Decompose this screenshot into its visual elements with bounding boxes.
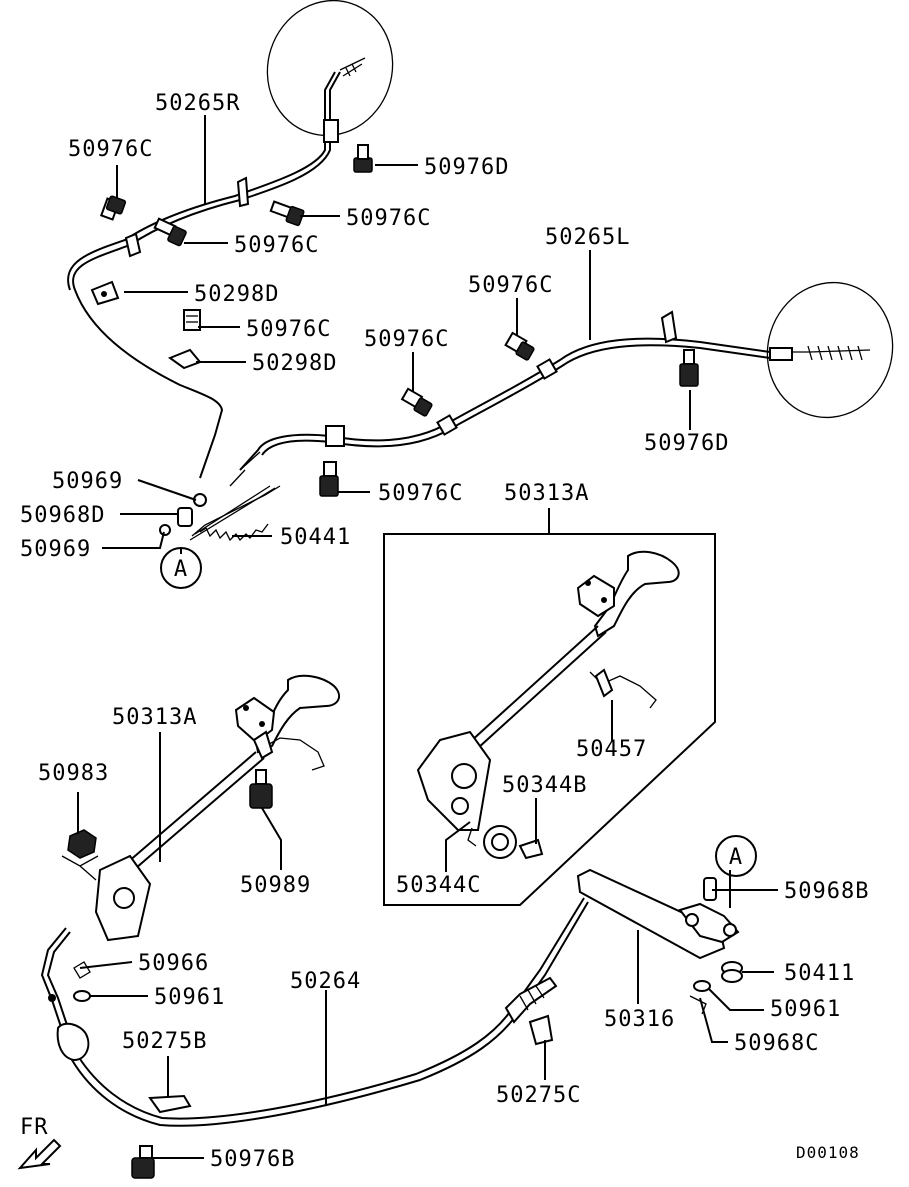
part-label: 50976B xyxy=(210,1147,295,1172)
clip-icon xyxy=(167,348,202,370)
part-label: 50969 xyxy=(52,469,123,494)
part-label: 50457 xyxy=(576,737,647,762)
bolt-icon xyxy=(269,200,305,227)
nut-icon xyxy=(67,829,97,859)
part-label: 50961 xyxy=(770,997,841,1022)
front-direction-label: FR xyxy=(20,1115,49,1140)
part-label: 50976C xyxy=(246,317,331,342)
part-label: 50976D xyxy=(644,431,729,456)
bolt-icon xyxy=(319,461,339,497)
bolt-icon xyxy=(183,309,201,331)
part-label: 50275B xyxy=(122,1029,207,1054)
marker-label: A xyxy=(174,557,188,582)
part-label: 50265R xyxy=(155,91,240,116)
part-label: 50976C xyxy=(468,273,553,298)
part-label: 50411 xyxy=(784,961,855,986)
bolt-icon xyxy=(504,331,535,361)
bolt-icon xyxy=(679,349,699,387)
part-label: 50976C xyxy=(364,327,449,352)
clip-icon xyxy=(90,280,120,306)
reference-marker-a: A xyxy=(160,547,202,589)
front-cable-50264 xyxy=(40,897,589,1127)
part-label: 50976C xyxy=(68,137,153,162)
part-label: 50983 xyxy=(38,761,109,786)
part-label: 50265L xyxy=(545,225,630,250)
part-label: 50968B xyxy=(784,879,869,904)
part-label: 50976C xyxy=(234,233,319,258)
part-label: 50313A xyxy=(504,481,589,506)
bolt-icon xyxy=(400,387,433,417)
part-label: 50976D xyxy=(424,155,509,180)
diagram-code: D00108 xyxy=(796,1143,860,1162)
part-label: 50966 xyxy=(138,951,209,976)
reference-marker-a: A xyxy=(715,835,757,877)
cable-50265L xyxy=(229,310,871,487)
bolt-icon xyxy=(131,1145,155,1179)
leader-lines xyxy=(77,115,778,1159)
part-label: 50344C xyxy=(396,873,481,898)
rear-brake-drum-right xyxy=(266,0,394,137)
washer-icon xyxy=(73,990,91,1002)
part-label: 50976C xyxy=(346,206,431,231)
part-label: 50968C xyxy=(734,1031,819,1056)
clip-icon xyxy=(148,1094,192,1114)
part-label: 50298D xyxy=(194,282,279,307)
part-label: 50441 xyxy=(280,525,351,550)
part-label: 50961 xyxy=(154,985,225,1010)
front-direction-arrow-icon xyxy=(17,1138,62,1170)
equalizer-bar-50316 xyxy=(576,868,740,960)
part-label: 50298D xyxy=(252,351,337,376)
part-label: 50316 xyxy=(604,1007,675,1032)
washer-icon xyxy=(721,961,743,983)
part-label: 50968D xyxy=(20,503,105,528)
part-labels: 50265R 50976C 50976D 50976C 50976C 50298… xyxy=(20,91,869,1172)
part-label: 50275C xyxy=(496,1083,581,1108)
part-label: 50264 xyxy=(290,969,361,994)
part-label: 50313A xyxy=(112,705,197,730)
part-label: 50989 xyxy=(240,873,311,898)
marker-label: A xyxy=(729,845,743,870)
parking-lever-assembly xyxy=(94,674,341,942)
washer-icon xyxy=(693,980,711,992)
clip-icon xyxy=(73,961,91,979)
part-label: 50976C xyxy=(378,481,463,506)
part-label: 50969 xyxy=(20,537,91,562)
bolt-icon xyxy=(353,144,373,173)
cable-50265R xyxy=(67,57,366,479)
bolt-icon xyxy=(153,217,187,247)
part-label: 50344B xyxy=(502,773,587,798)
rear-brake-drum-left xyxy=(766,281,894,419)
clip-icon xyxy=(528,1014,554,1046)
inset-box-50313A xyxy=(383,533,716,906)
bolt-icon xyxy=(249,769,273,809)
bolt-icon xyxy=(100,195,127,221)
